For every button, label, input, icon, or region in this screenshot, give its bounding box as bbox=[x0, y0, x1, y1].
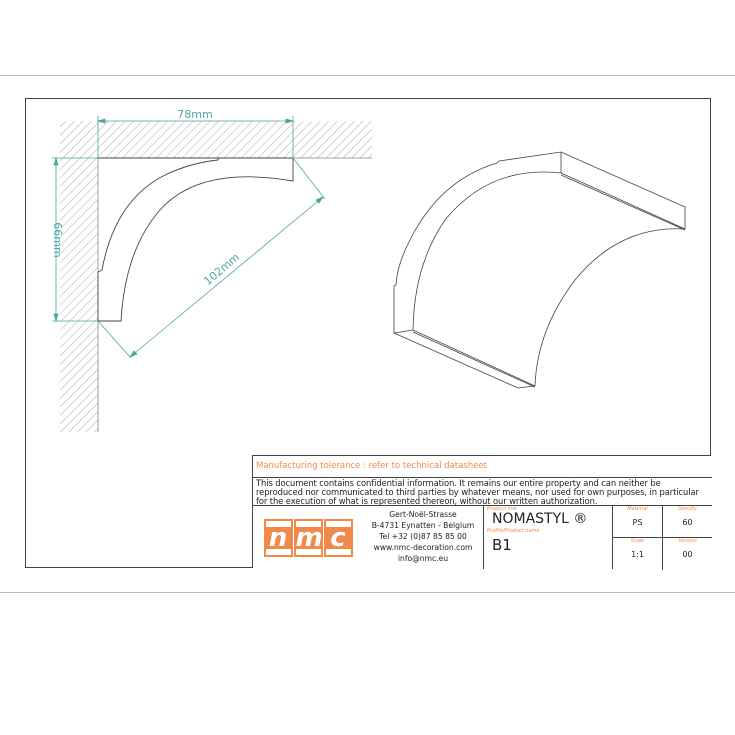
product-name: B1 bbox=[492, 536, 512, 554]
dimensions bbox=[52, 116, 326, 358]
tolerance-note: Manufacturing tolerance : refer to techn… bbox=[253, 456, 712, 478]
wall-hatch bbox=[60, 158, 99, 432]
company-address: Gert-Noël-Strasse B-4731 Eynatten - Belg… bbox=[371, 510, 475, 563]
profile-section bbox=[97, 157, 294, 322]
confidentiality-note: This document contains confidential info… bbox=[253, 478, 712, 506]
title-block: Manufacturing tolerance : refer to techn… bbox=[252, 455, 712, 570]
product-info: Product line NOMASTYL ® Profile/Product … bbox=[483, 506, 613, 569]
profile-3d-view bbox=[393, 151, 686, 389]
page-top-rule bbox=[0, 75, 735, 76]
dim-height-label: 66mm bbox=[51, 222, 64, 257]
nmc-logo: n m c bbox=[253, 506, 363, 569]
dim-width-label: 78mm bbox=[177, 108, 212, 121]
ceiling-hatch bbox=[60, 121, 372, 159]
page-bottom-rule bbox=[0, 592, 735, 593]
product-line: NOMASTYL ® bbox=[492, 511, 588, 527]
